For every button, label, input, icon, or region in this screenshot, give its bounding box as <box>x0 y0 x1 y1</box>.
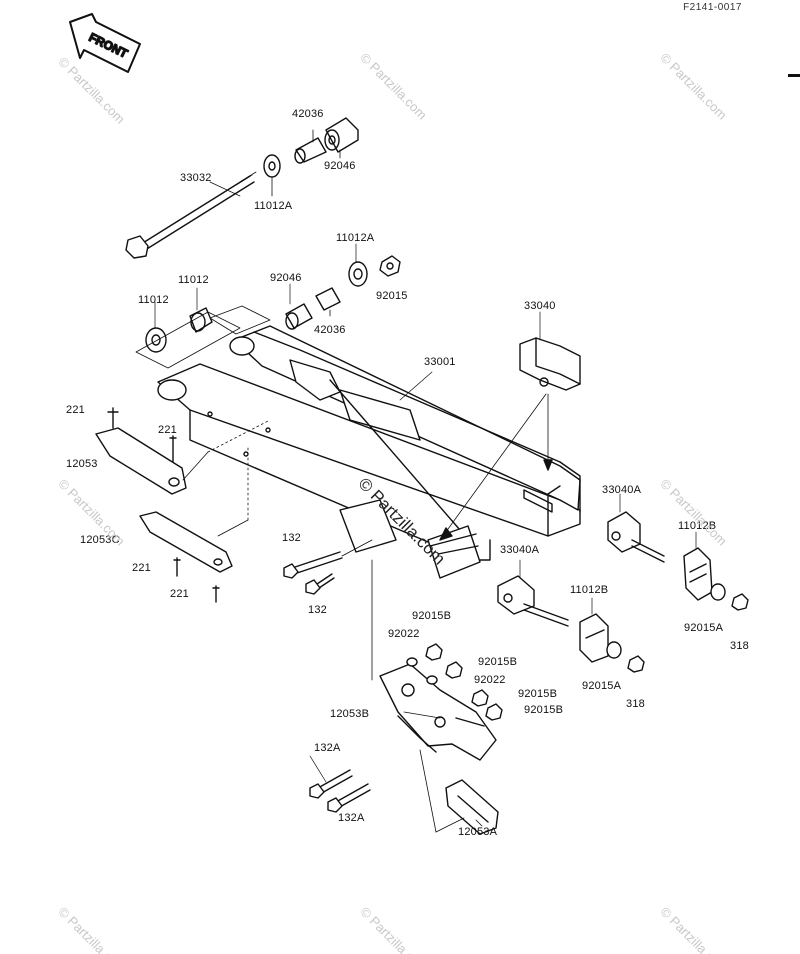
right-adjuster-assembly <box>607 511 749 611</box>
label-92022-a: 92022 <box>388 628 420 640</box>
chain-adjuster-block-33040 <box>439 337 581 541</box>
label-132A-b: 132A <box>338 812 365 824</box>
label-11012A-top: 11012A <box>254 200 293 212</box>
front-arrow: FRONT <box>69 13 141 73</box>
label-132A-a: 132A <box>314 742 341 754</box>
label-11012B-right: 11012B <box>678 520 717 532</box>
bolts-132A <box>309 769 371 813</box>
left-adjuster-assembly <box>497 575 645 673</box>
label-318-right: 318 <box>730 640 749 652</box>
leader-lines <box>154 181 697 783</box>
label-92015B-a: 92015B <box>412 610 452 622</box>
label-318-mid: 318 <box>626 698 645 710</box>
label-92015A-mid: 92015A <box>582 680 622 692</box>
left-bushings <box>135 305 271 369</box>
label-92022-b: 92022 <box>474 674 506 686</box>
label-92015B-d: 92015B <box>524 704 564 716</box>
label-221-a: 221 <box>66 404 85 416</box>
label-11012-left: 11012 <box>138 294 169 306</box>
label-12053: 12053 <box>66 458 98 470</box>
chain-slider-12053 <box>95 407 271 495</box>
label-33001: 33001 <box>424 356 456 368</box>
edge-marker <box>788 74 800 77</box>
swingarm-33001 <box>157 325 581 579</box>
label-132-b: 132 <box>308 604 327 616</box>
label-12053A: 12053A <box>458 826 498 838</box>
guide-fasteners <box>406 643 503 721</box>
label-92015A-right: 92015A <box>684 622 724 634</box>
label-33040: 33040 <box>524 300 556 312</box>
label-33040A-right: 33040A <box>602 484 642 496</box>
label-42036-mid: 42036 <box>314 324 346 336</box>
chain-guide-12053B <box>371 559 497 761</box>
label-12053C: 12053C <box>80 534 120 546</box>
bolts-132 <box>283 539 373 595</box>
label-92015: 92015 <box>376 290 408 302</box>
label-33040A-mid: 33040A <box>500 544 540 556</box>
label-33032: 33032 <box>180 172 212 184</box>
label-132-a: 132 <box>282 532 301 544</box>
label-92046-mid: 92046 <box>270 272 302 284</box>
label-11012-right: 11012 <box>178 274 209 286</box>
upper-bushing-set <box>263 117 359 197</box>
label-92015B-c: 92015B <box>518 688 558 700</box>
label-42036-top: 42036 <box>292 108 324 120</box>
diagram-code: F2141-0017 <box>683 2 742 13</box>
chain-slider-12053A <box>419 749 499 835</box>
label-92015B-b: 92015B <box>478 656 518 668</box>
chain-slider-12053C <box>139 445 249 603</box>
label-12053B: 12053B <box>330 708 370 720</box>
pivot-bolt-33032 <box>125 171 257 259</box>
label-221-b: 221 <box>158 424 177 436</box>
label-11012B-mid: 11012B <box>570 584 609 596</box>
label-221-c: 221 <box>132 562 151 574</box>
lower-bushing-set <box>285 255 401 330</box>
label-11012A-mid: 11012A <box>336 232 375 244</box>
label-92046-top: 92046 <box>324 160 356 172</box>
label-221-d: 221 <box>170 588 189 600</box>
